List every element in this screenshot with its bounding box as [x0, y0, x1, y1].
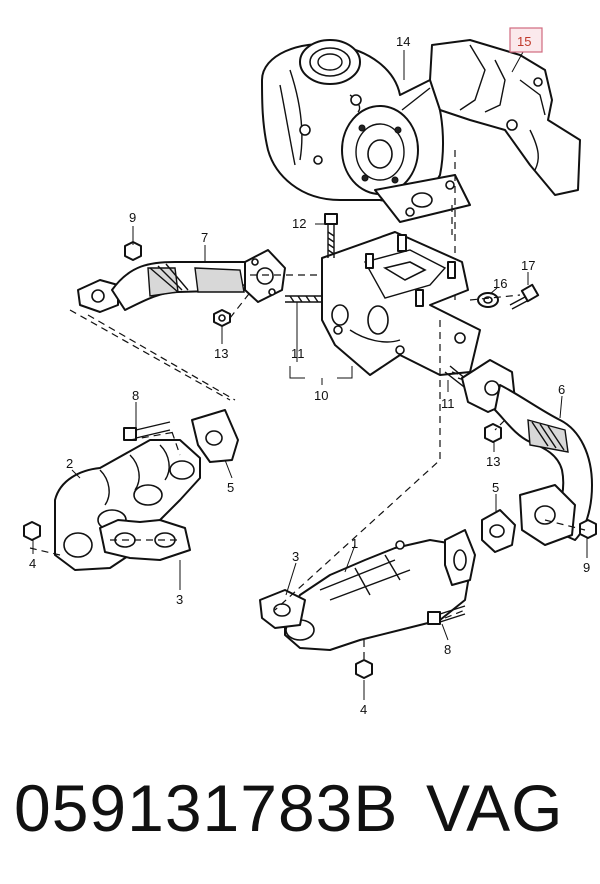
callout-9-top: 9	[129, 210, 136, 225]
connecting-pipe-right	[461, 359, 593, 546]
assembly-line	[29, 547, 61, 556]
callout-8-left: 8	[132, 388, 139, 403]
assembly-line	[544, 519, 586, 531]
callout-5-left: 5	[227, 480, 234, 495]
callout-13-left: 13	[214, 346, 228, 361]
brand-name: VAG	[426, 771, 564, 845]
callout-10: 10	[314, 388, 328, 403]
gasket-3-right	[259, 589, 306, 629]
callout-9-right: 9	[583, 560, 590, 575]
assembly-line	[229, 289, 253, 319]
callout-12: 12	[292, 216, 306, 231]
assembly-line	[469, 294, 521, 301]
part-number: 059131783B	[14, 771, 399, 845]
callout-4-right: 4	[360, 702, 367, 717]
assembly-line	[69, 309, 231, 401]
callout-2: 2	[66, 456, 73, 471]
washer-16	[477, 292, 499, 308]
exhaust-manifold-right	[284, 529, 476, 651]
exhaust-manifold-left	[54, 439, 201, 571]
bolt-17	[509, 283, 540, 310]
callout-8-right: 8	[444, 642, 451, 657]
callout-16: 16	[493, 276, 507, 291]
gasket-5-right	[481, 509, 516, 553]
callout-11-right: 11	[441, 396, 455, 411]
exhaust-connection-flange	[321, 231, 481, 376]
callout-13-right: 13	[486, 454, 500, 469]
gasket-5-left	[191, 409, 239, 463]
callout-5-right: 5	[492, 480, 499, 495]
stud-11-left	[285, 295, 322, 303]
assembly-line	[171, 431, 181, 456]
callout-3-right: 3	[292, 549, 299, 564]
callout-labels: 14 15 9 7 12 16 17 13 11 10 11 6 13 8 2 …	[29, 27, 590, 717]
nut-9-right	[579, 519, 597, 539]
exploded-parts-diagram: 14 15 9 7 12 16 17 13 11 10 11 6 13 8 2 …	[23, 27, 597, 717]
nut-13-left	[213, 309, 231, 327]
nut-4-left	[23, 521, 41, 541]
assembly-line	[129, 431, 176, 441]
assembly-line	[87, 314, 236, 401]
assembly-line	[444, 609, 466, 619]
callout-17: 17	[521, 258, 535, 273]
bolt-8-left	[123, 421, 171, 441]
assembly-line	[494, 419, 506, 431]
highlight-box	[509, 27, 543, 53]
heat-shield	[429, 39, 581, 196]
nut-4-right	[355, 659, 373, 679]
connecting-pipe-left	[77, 249, 286, 313]
callout-4-left: 4	[29, 556, 36, 571]
turbocharger	[261, 39, 471, 223]
callout-11-left: 11	[291, 346, 305, 361]
callout-6: 6	[558, 382, 565, 397]
bolt-12	[324, 213, 338, 258]
callout-7: 7	[201, 230, 208, 245]
callout-3-left: 3	[176, 592, 183, 607]
caption-bar: 059131783B VAG	[0, 758, 600, 858]
nut-13-right	[484, 423, 502, 443]
callout-14: 14	[396, 34, 410, 49]
callout-1: 1	[351, 536, 358, 551]
callout-15: 15	[517, 34, 531, 49]
leader-lines	[32, 50, 588, 700]
bolt-8-right	[427, 605, 466, 625]
assembly-line	[274, 320, 441, 611]
